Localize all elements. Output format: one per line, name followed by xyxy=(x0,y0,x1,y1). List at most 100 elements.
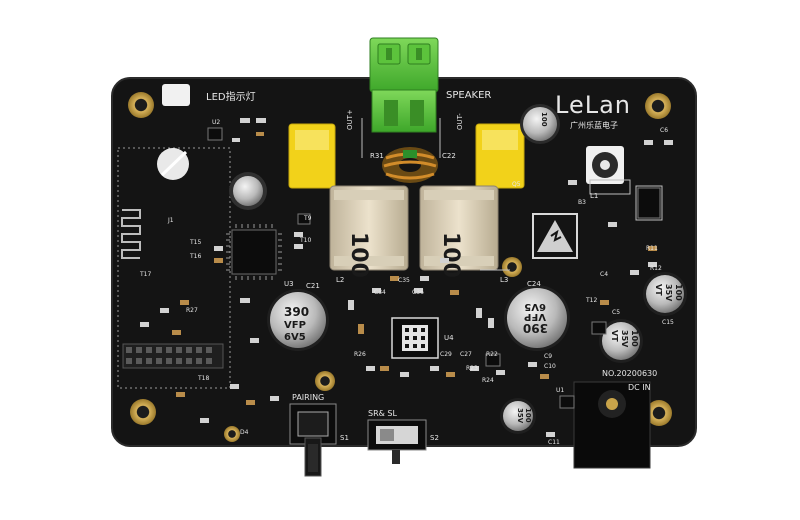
pairing-label: PAIRING xyxy=(292,393,324,402)
inductor-value-right: 100 xyxy=(438,232,463,278)
svg-text:C5: C5 xyxy=(612,309,620,316)
svg-text:100: 100 xyxy=(630,330,639,347)
svg-text:C21: C21 xyxy=(306,282,320,290)
bt-module-outline xyxy=(117,147,231,389)
pin-header xyxy=(122,343,224,369)
sr-sl-label: SR& SL xyxy=(368,409,397,418)
electrolytic-cap-top-left xyxy=(229,172,267,210)
svg-text:T17: T17 xyxy=(139,271,151,278)
brand-subtitle: 广州乐蓝电子 xyxy=(570,120,618,130)
led-label: LED指示灯 xyxy=(206,90,256,103)
svg-text:100: 100 xyxy=(524,408,532,423)
svg-text:T12: T12 xyxy=(585,297,597,304)
sr-sl-switch[interactable] xyxy=(367,419,427,464)
mounting-hole-br xyxy=(646,400,672,426)
svg-text:C11: C11 xyxy=(548,439,560,446)
silkscreen-outlines xyxy=(361,118,663,271)
transistors xyxy=(207,127,607,409)
svg-text:R31: R31 xyxy=(370,152,384,160)
mounting-hole-bl xyxy=(130,399,156,425)
bt-chip xyxy=(226,224,282,280)
svg-text:R24: R24 xyxy=(482,377,494,384)
mounting-hole-tl xyxy=(128,92,154,118)
svg-text:T9: T9 xyxy=(303,215,312,222)
svg-text:Q5: Q5 xyxy=(512,181,521,188)
input-cap-upper: 100 35V VT xyxy=(643,272,687,316)
svg-text:C35: C35 xyxy=(398,277,410,284)
svg-text:OUT-: OUT- xyxy=(456,113,464,130)
svg-text:390: 390 xyxy=(523,321,548,335)
electrolytic-cap-top-right: 100 xyxy=(520,104,560,144)
svg-text:35V: 35V xyxy=(620,330,629,348)
smd-components xyxy=(140,118,673,437)
svg-text:C36: C36 xyxy=(412,289,424,296)
pairing-button[interactable] xyxy=(289,403,337,477)
svg-text:C34: C34 xyxy=(374,289,386,296)
svg-text:D4: D4 xyxy=(240,429,249,436)
amplifier-ic xyxy=(391,317,439,359)
shielded-inductor xyxy=(586,146,624,184)
svg-text:R23: R23 xyxy=(466,365,478,372)
svg-text:VT: VT xyxy=(654,284,663,296)
bulk-cap-right: 390 VFP 6V5 xyxy=(504,285,570,351)
svg-text:C6: C6 xyxy=(660,127,668,134)
svg-text:U2: U2 xyxy=(212,119,220,126)
power-inductor-right: 100 xyxy=(419,185,499,278)
svg-text:U3: U3 xyxy=(284,280,294,288)
svg-text:C10: C10 xyxy=(544,363,556,370)
svg-text:VT: VT xyxy=(610,330,619,342)
speaker-terminal xyxy=(369,37,439,133)
svg-text:C22: C22 xyxy=(442,152,456,160)
soic-chip xyxy=(637,187,661,219)
svg-text:S1: S1 xyxy=(340,434,349,442)
svg-text:35V: 35V xyxy=(516,408,524,424)
svg-text:R22: R22 xyxy=(486,351,498,358)
svg-text:T15: T15 xyxy=(189,239,201,246)
bulk-cap-left: 390 VFP 6V5 xyxy=(267,289,329,351)
svg-text:S2: S2 xyxy=(430,434,439,442)
svg-text:C4: C4 xyxy=(600,271,608,278)
toroid-inductor xyxy=(382,147,438,183)
svg-text:U4: U4 xyxy=(444,334,454,342)
dc-input-jack xyxy=(573,381,651,469)
svg-text:R12: R12 xyxy=(650,265,662,272)
svg-text:R27: R27 xyxy=(186,307,198,314)
svg-text:L1: L1 xyxy=(590,192,598,200)
inductor-value-left: 100 xyxy=(346,232,371,278)
brand-logo-text: LeLan xyxy=(555,91,631,119)
svg-text:B3: B3 xyxy=(578,199,586,206)
speaker-label: SPEAKER xyxy=(446,90,491,101)
silkscreen-refs: C34 C35 C36 T9 T10 T15 T16 T17 T18 R22 R… xyxy=(139,119,674,446)
status-led xyxy=(162,84,190,106)
svg-text:U1: U1 xyxy=(556,387,564,394)
svg-text:OUT+: OUT+ xyxy=(346,109,354,130)
svg-text:35V: 35V xyxy=(664,284,673,302)
svg-text:6V5: 6V5 xyxy=(524,301,546,312)
dc-in-label: DC IN xyxy=(628,383,651,392)
svg-text:100: 100 xyxy=(674,284,683,301)
esd-warning-icon xyxy=(532,213,578,259)
svg-text:VFP: VFP xyxy=(524,311,546,322)
svg-text:R11: R11 xyxy=(646,245,658,252)
svg-text:T10: T10 xyxy=(299,237,311,244)
svg-text:J1: J1 xyxy=(167,217,174,224)
mounting-hole-tr xyxy=(645,93,671,119)
svg-text:VFP: VFP xyxy=(284,320,306,331)
svg-text:390: 390 xyxy=(284,305,309,319)
input-cap-lower: 100 35V VT xyxy=(599,319,643,363)
svg-text:C15: C15 xyxy=(662,319,674,326)
power-inductor-left: 100 xyxy=(329,185,409,278)
svg-text:C29: C29 xyxy=(440,351,452,358)
svg-text:6V5: 6V5 xyxy=(284,332,306,343)
svg-text:100: 100 xyxy=(540,112,548,127)
svg-text:L3: L3 xyxy=(500,276,508,284)
svg-text:C9: C9 xyxy=(544,353,552,360)
svg-text:L2: L2 xyxy=(336,276,344,284)
svg-text:R26: R26 xyxy=(354,351,366,358)
svg-text:C27: C27 xyxy=(460,351,472,358)
date-code: NO.20200630 xyxy=(602,369,657,378)
svg-text:C24: C24 xyxy=(527,280,541,288)
svg-text:T18: T18 xyxy=(197,375,209,382)
bottom-cap: 100 35V xyxy=(500,398,536,434)
